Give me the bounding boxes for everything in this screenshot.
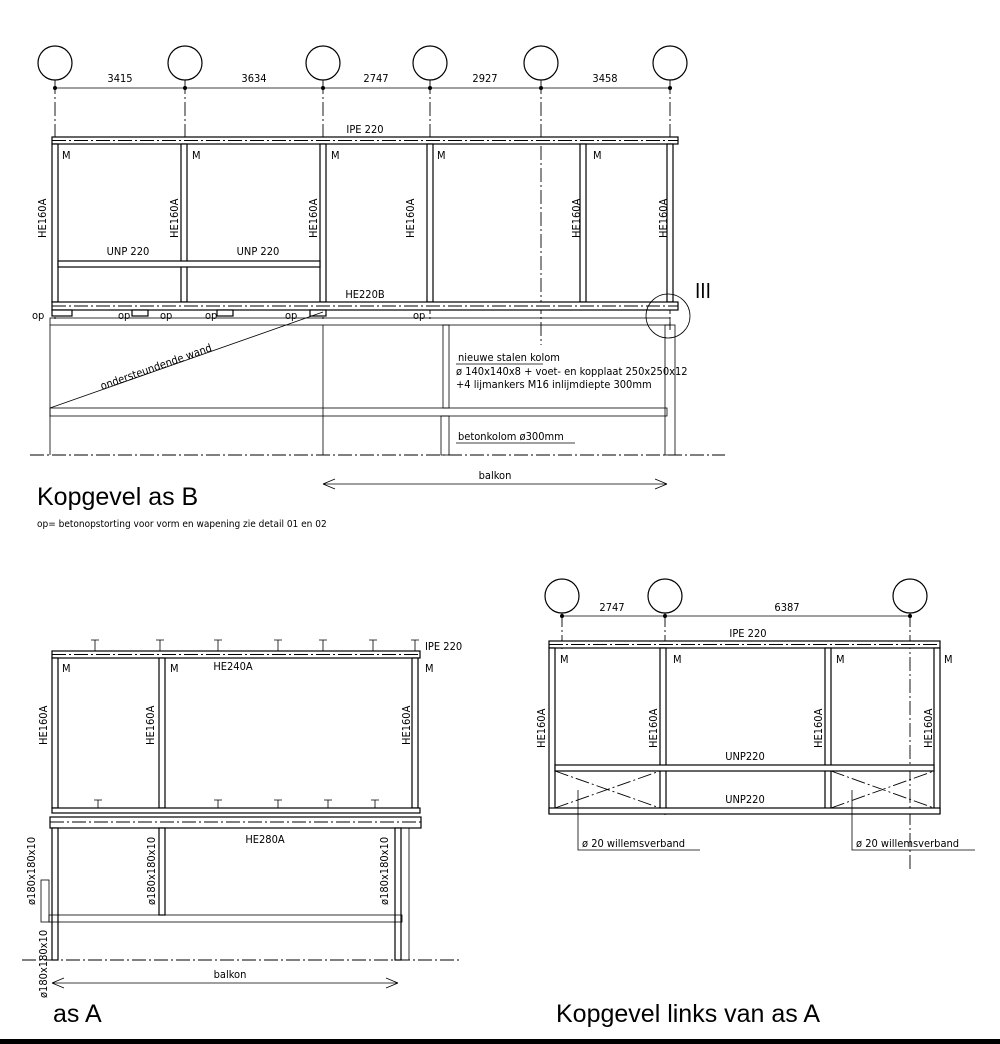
bracing bbox=[554, 770, 935, 809]
balcony-label: balkon bbox=[479, 469, 512, 482]
column-note-line: +4 lijmankers M16 inlijmdiepte 300mm bbox=[456, 378, 652, 391]
unp-beam bbox=[57, 260, 321, 268]
view-title: Kopgevel links van as A bbox=[556, 1000, 820, 1028]
grid-bubble bbox=[523, 45, 559, 81]
column-labels: HE160A HE160A HE160A HE160A HE160A HE160… bbox=[36, 198, 670, 238]
column-note-line: nieuwe stalen kolom bbox=[458, 351, 560, 364]
svg-text:HE160A: HE160A bbox=[168, 198, 181, 238]
unp-label: UNP 220 bbox=[237, 245, 280, 258]
svg-text:M: M bbox=[170, 662, 179, 675]
svg-text:HE160A: HE160A bbox=[37, 705, 50, 745]
as-a-view: IPE 220 HE240A HE160A HE160A HE160A M M … bbox=[22, 639, 462, 1028]
svg-text:HE160A: HE160A bbox=[647, 708, 660, 748]
steel-column bbox=[442, 324, 450, 409]
svg-text:M: M bbox=[331, 149, 340, 162]
bracing-label: ø 20 willemsverband bbox=[856, 837, 959, 850]
svg-text:HE160A: HE160A bbox=[404, 198, 417, 238]
dimension-label: 3634 bbox=[241, 72, 266, 85]
svg-text:HE160A: HE160A bbox=[812, 708, 825, 748]
dimension-label: 2747 bbox=[599, 601, 624, 614]
detail-mark: III bbox=[695, 279, 711, 303]
svg-text:M: M bbox=[62, 662, 71, 675]
view-title: Kopgevel as B bbox=[37, 483, 198, 511]
svg-text:op: op bbox=[32, 309, 44, 322]
kopgevel-as-b: 3415 3634 2747 2927 3458 IPE 220 HE160A … bbox=[30, 45, 725, 530]
svg-text:HE160A: HE160A bbox=[144, 705, 157, 745]
dimension-label: 2747 bbox=[363, 72, 388, 85]
svg-text:M: M bbox=[673, 653, 682, 666]
svg-text:M: M bbox=[437, 149, 446, 162]
svg-text:M: M bbox=[425, 662, 434, 675]
beam-label: IPE 220 bbox=[346, 123, 383, 136]
svg-text:M: M bbox=[62, 149, 71, 162]
beam-label: HE220B bbox=[345, 288, 385, 301]
svg-text:op: op bbox=[160, 309, 172, 322]
grid-bubble bbox=[167, 45, 203, 81]
svg-text:op: op bbox=[413, 309, 425, 322]
svg-text:op: op bbox=[285, 309, 297, 322]
svg-text:M: M bbox=[944, 653, 953, 666]
post-label: ø180x180x10 bbox=[37, 930, 50, 998]
beam-label: HE280A bbox=[245, 833, 285, 846]
dimension-label: 6387 bbox=[774, 601, 799, 614]
post-label: ø180x180x10 bbox=[378, 837, 391, 905]
beam-label: IPE 220 bbox=[729, 627, 766, 640]
post-label: ø180x180x10 bbox=[145, 837, 158, 905]
detail-circle bbox=[645, 293, 691, 339]
unp-label: UNP220 bbox=[725, 793, 765, 806]
moment-marks: M M M M M bbox=[62, 149, 602, 162]
column-note-line: ø 140x140x8 + voet- en kopplaat 250x250x… bbox=[456, 365, 688, 378]
concrete-column bbox=[440, 415, 450, 456]
dimension-label: 3458 bbox=[592, 72, 617, 85]
svg-text:op: op bbox=[205, 309, 217, 322]
wall-label: ondersteundende wand bbox=[99, 341, 214, 392]
svg-text:op: op bbox=[118, 309, 130, 322]
svg-text:M: M bbox=[593, 149, 602, 162]
post-label: ø180x180x10 bbox=[25, 837, 38, 905]
svg-text:HE160A: HE160A bbox=[36, 198, 49, 238]
op-note: op= betonopstorting voor vorm en wapenin… bbox=[37, 519, 327, 530]
balcony-label: balkon bbox=[214, 968, 247, 981]
svg-text:HE160A: HE160A bbox=[307, 198, 320, 238]
svg-text:HE160A: HE160A bbox=[400, 705, 413, 745]
border-bar bbox=[0, 1039, 1000, 1044]
svg-text:HE160A: HE160A bbox=[570, 198, 583, 238]
svg-text:HE160A: HE160A bbox=[657, 198, 670, 238]
svg-text:M: M bbox=[560, 653, 569, 666]
grid-bubble bbox=[37, 45, 73, 81]
unp-label: UNP220 bbox=[725, 750, 765, 763]
svg-text:HE160A: HE160A bbox=[535, 708, 548, 748]
beam-label: HE240A bbox=[213, 660, 253, 673]
balcony-slab bbox=[48, 914, 403, 923]
view-title: as A bbox=[53, 1000, 102, 1028]
grid-bubble bbox=[305, 45, 341, 81]
svg-text:HE160A: HE160A bbox=[922, 708, 935, 748]
svg-text:M: M bbox=[836, 653, 845, 666]
lower-beam bbox=[49, 816, 422, 829]
dimension-label: 3415 bbox=[107, 72, 132, 85]
bracing-label: ø 20 willemsverband bbox=[582, 837, 685, 850]
grid-bubble bbox=[652, 45, 688, 81]
svg-text:M: M bbox=[192, 149, 201, 162]
grid-bubble bbox=[412, 45, 448, 81]
unp-label: UNP 220 bbox=[107, 245, 150, 258]
kopgevel-links-view: 2747 6387 IPE 220 HE160A HE160A HE160A H… bbox=[535, 578, 975, 1028]
concrete-column-label: betonkolom ø300mm bbox=[458, 430, 564, 443]
op-plates: op op op op op op bbox=[32, 309, 425, 322]
dimension-label: 2927 bbox=[472, 72, 497, 85]
beam-label: IPE 220 bbox=[425, 640, 462, 653]
